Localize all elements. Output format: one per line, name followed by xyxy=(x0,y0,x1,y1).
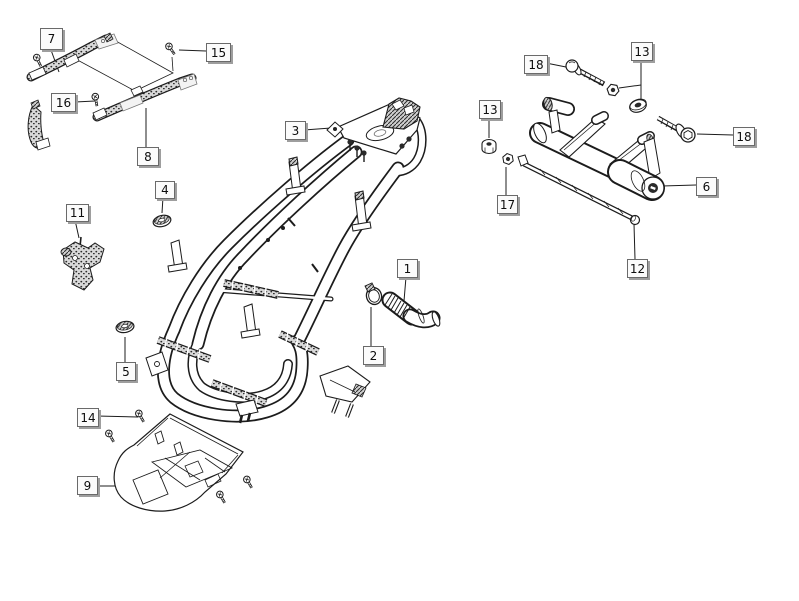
frame-tabs xyxy=(167,156,372,339)
grommet-4 xyxy=(151,212,173,230)
nut-13-top xyxy=(605,83,621,97)
floor-rail-right xyxy=(92,73,198,122)
callout-2[interactable]: 2 xyxy=(363,346,384,365)
hose-clamp xyxy=(364,282,383,306)
callout-9[interactable]: 9 xyxy=(77,476,98,495)
steering-head xyxy=(326,97,421,162)
mount-bracket-11 xyxy=(60,236,105,291)
callout-13-left[interactable]: 13 xyxy=(479,100,501,119)
callout-8[interactable]: 8 xyxy=(137,147,159,166)
intake-duct xyxy=(381,291,441,329)
callout-1[interactable]: 1 xyxy=(397,259,418,278)
floor-rail-left xyxy=(26,32,119,82)
belly-pan xyxy=(113,413,244,512)
callout-7[interactable]: 7 xyxy=(40,28,63,50)
screw-14 xyxy=(132,408,148,424)
screw-15 xyxy=(163,41,178,56)
callout-13-top[interactable]: 13 xyxy=(631,42,653,61)
serrated-mounts xyxy=(156,279,320,407)
side-bracket xyxy=(27,99,51,151)
callout-16[interactable]: 16 xyxy=(51,93,76,112)
callout-5[interactable]: 5 xyxy=(116,362,136,381)
callout-12[interactable]: 12 xyxy=(627,259,648,278)
callout-17[interactable]: 17 xyxy=(497,195,518,214)
leader-lines xyxy=(50,49,734,487)
callout-4[interactable]: 4 xyxy=(155,181,175,199)
callout-11[interactable]: 11 xyxy=(66,204,89,222)
bolt-18-right xyxy=(656,115,696,143)
frame-tongue xyxy=(319,365,371,418)
callout-14[interactable]: 14 xyxy=(77,408,99,427)
washer-13 xyxy=(629,98,647,113)
screw-16 xyxy=(87,90,105,108)
engine-mount xyxy=(529,96,665,201)
callout-15[interactable]: 15 xyxy=(206,43,231,62)
callout-6[interactable]: 6 xyxy=(696,177,717,196)
bolt-18-top xyxy=(565,59,606,87)
nut-17 xyxy=(500,152,516,166)
grommet-5 xyxy=(114,319,136,335)
callout-18-right[interactable]: 18 xyxy=(733,127,755,146)
callout-18-top[interactable]: 18 xyxy=(524,55,548,74)
frame-studs xyxy=(238,217,319,273)
nut-13-left xyxy=(481,138,497,155)
phantom-outline xyxy=(69,35,174,92)
pivot-rod xyxy=(517,154,641,226)
frame-body xyxy=(145,97,427,424)
callout-3[interactable]: 3 xyxy=(285,121,306,140)
